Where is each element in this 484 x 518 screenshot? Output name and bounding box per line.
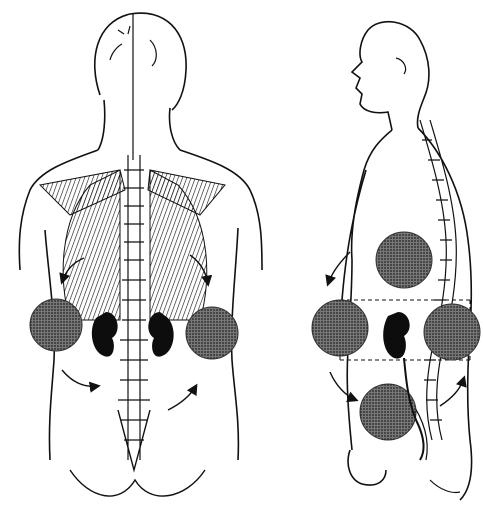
lateral-head-back <box>417 40 428 128</box>
lateral-spine <box>420 120 456 440</box>
posterior-pain-zone-right <box>186 307 238 359</box>
posterior-kidney-left <box>92 312 118 357</box>
lateral-pain-zone-back <box>424 304 480 360</box>
lateral-arrow-lower-back <box>440 378 464 406</box>
lateral-pain-zone-front <box>312 300 368 356</box>
posterior-arrow-lower-left <box>62 370 98 386</box>
posterior-neck <box>98 100 180 150</box>
posterior-arrow-lower-right <box>168 386 196 410</box>
lateral-pain-zone-upper <box>376 232 432 288</box>
posterior-view-figure <box>19 13 262 496</box>
posterior-pain-zone-left <box>30 299 82 351</box>
lateral-head <box>352 22 420 130</box>
posterior-spine <box>118 155 150 470</box>
posterior-head <box>95 13 186 110</box>
lateral-arrow-lower-front <box>330 372 356 400</box>
lateral-kidney <box>383 312 409 359</box>
posterior-torso-outline <box>19 150 262 270</box>
